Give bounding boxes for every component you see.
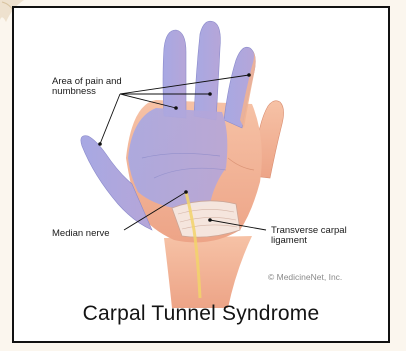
forearm [164, 236, 252, 308]
median-nerve-label: Median nerve [52, 229, 110, 239]
diagram-title: Carpal Tunnel Syndrome [14, 302, 388, 326]
hand-illustration [14, 8, 392, 345]
index-finger [163, 30, 186, 118]
diagram-frame: Area of pain and numbness Median nerve T… [12, 6, 390, 343]
ligament-label: Transverse carpal ligament [271, 226, 347, 246]
pain-area-label: Area of pain and numbness [52, 77, 122, 97]
copyright-credit: © MedicineNet, Inc. [268, 272, 342, 282]
middle-finger [194, 21, 220, 120]
